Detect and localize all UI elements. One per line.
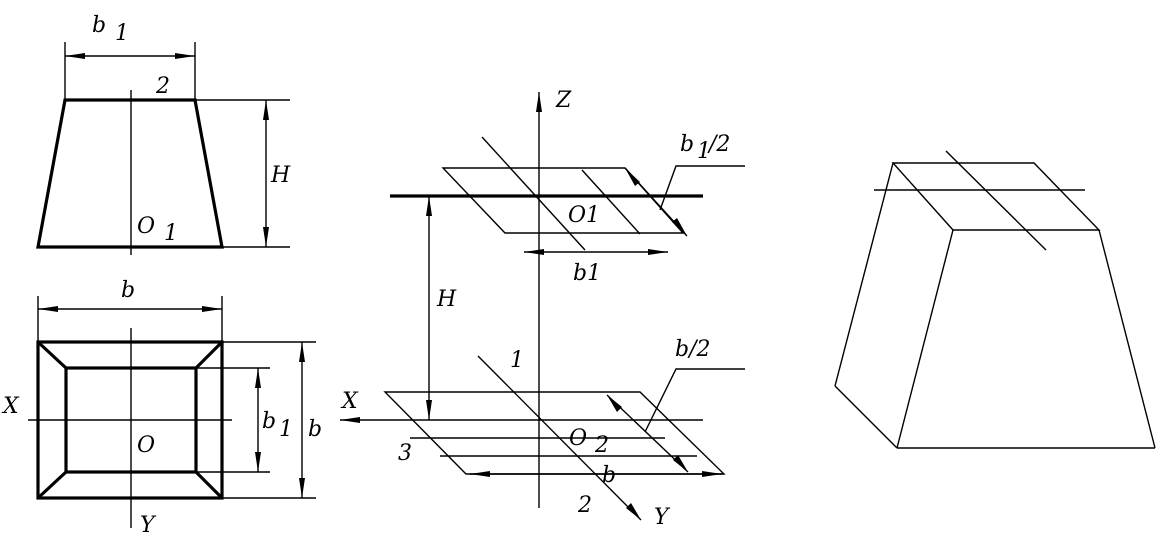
front-top-edge-label: 2 — [155, 74, 170, 99]
front-center-sub: 1 — [164, 221, 178, 246]
axis-y-line — [477, 355, 642, 521]
front-trapezoid — [36, 98, 224, 249]
bottom-center-sub: 2 — [594, 433, 609, 458]
arrow — [673, 455, 688, 472]
label-2: 2 — [577, 493, 592, 518]
top-center-label: O — [137, 433, 155, 458]
top-diag-br — [194, 470, 224, 500]
bottom-parallelogram — [383, 391, 726, 475]
axis-y-label: Y — [654, 505, 671, 530]
arrow-right — [202, 306, 222, 312]
frustum-top-face — [891, 162, 1101, 231]
arrow-left — [524, 249, 544, 255]
arrow — [672, 218, 687, 236]
label-1: 1 — [510, 348, 524, 373]
top-halfwidth-label: b — [680, 132, 694, 157]
front-dim-b1-label: b — [92, 13, 106, 38]
arrow-up — [263, 100, 269, 120]
top-dim-b1-label: b — [262, 409, 276, 434]
frustum-bottom-left — [834, 385, 898, 449]
leader-b1-2 — [659, 165, 745, 211]
top-parallelogram — [441, 167, 685, 234]
arrow-down — [255, 452, 261, 472]
arrow-z — [536, 92, 542, 112]
arrow-x — [340, 417, 360, 423]
bottom-halfwidth-label: b/2 — [675, 337, 711, 362]
top-diag-bl — [36, 470, 68, 500]
frustum-edge-front-right — [1098, 229, 1156, 449]
arrow-down — [426, 400, 432, 420]
bottom-width-label: b — [602, 463, 616, 488]
axis-z-label: Z — [555, 88, 572, 113]
arrow-down — [299, 478, 305, 498]
arrow-left — [38, 306, 58, 312]
top-dim-b1-sub: 1 — [279, 417, 293, 442]
top-diag-2 — [581, 169, 641, 235]
front-dim-h-label: H — [270, 163, 291, 188]
arrow-left — [470, 471, 490, 477]
arrow-right — [702, 471, 722, 477]
arrow — [607, 395, 622, 412]
top-width-label: b1 — [573, 261, 601, 286]
height-label: H — [436, 287, 457, 312]
frustum-edge-front-left — [896, 229, 954, 449]
label-3: 3 — [398, 441, 412, 466]
top-center-label: O1 — [568, 203, 600, 228]
top-halfwidth-suffix: /2 — [707, 132, 730, 157]
top-axis-y-label: Y — [140, 513, 157, 534]
axonometric-construction: Z b 1 /2 O1 b1 H X Y — [340, 88, 745, 530]
top-halfwidth-sub: 1 — [697, 139, 711, 164]
front-center-label: O — [137, 214, 155, 239]
top-diag-tl — [36, 340, 68, 370]
top-diag-tr — [194, 340, 224, 370]
top-dim-b-label: b — [121, 278, 135, 303]
axis-x-label: X — [340, 389, 359, 414]
arrow-y — [626, 503, 641, 520]
frustum-3d — [834, 150, 1156, 449]
arrow — [625, 168, 640, 186]
front-dim-b1-sub: 1 — [115, 21, 129, 46]
arrow-up — [426, 196, 432, 216]
leader-b-2 — [644, 368, 745, 433]
top-axis-x-label: X — [1, 394, 20, 419]
arrow-right — [175, 53, 195, 59]
top-diag-1 — [481, 136, 586, 251]
frustum-top-diag — [945, 150, 1047, 251]
bottom-center-label: O — [569, 426, 587, 451]
arrow-right — [648, 249, 668, 255]
top-view: b b 1 b X Y O — [1, 278, 322, 534]
top-dim-b-vert-label: b — [308, 417, 322, 442]
frustum-edge-left — [834, 162, 894, 387]
arrow-down — [263, 227, 269, 247]
arrow-up — [299, 342, 305, 362]
front-view: b 1 2 H O 1 — [36, 13, 291, 255]
arrow-up — [255, 368, 261, 388]
arrow-left — [65, 53, 85, 59]
